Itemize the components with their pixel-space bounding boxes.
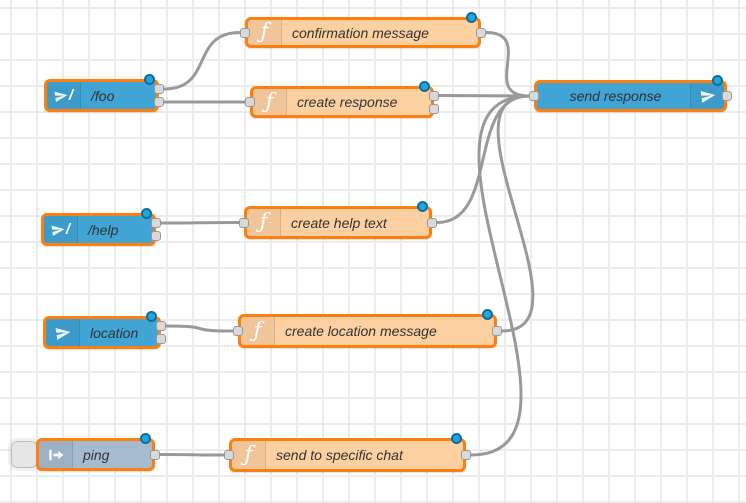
output-port-1[interactable] xyxy=(427,217,437,228)
changed-indicator xyxy=(146,311,157,322)
function-icon: ƒ xyxy=(232,441,266,469)
changed-indicator xyxy=(451,433,462,444)
changed-indicator xyxy=(712,75,723,86)
function-f-glyph: ƒ xyxy=(244,441,253,466)
node-create_location_message[interactable]: ƒ create location message xyxy=(233,309,502,348)
inject-button[interactable] xyxy=(11,441,38,468)
input-port[interactable] xyxy=(233,326,243,336)
input-port[interactable] xyxy=(245,97,255,107)
wire-confirmation-to-send_response[interactable] xyxy=(484,31,531,98)
node-send_to_chat[interactable]: ƒ send to specific chat xyxy=(224,433,471,472)
slash-glyph: / xyxy=(65,221,71,238)
telegram-command-icon: / xyxy=(44,216,78,243)
function-icon: ƒ xyxy=(241,317,275,345)
function-f-glyph: ƒ xyxy=(265,88,274,113)
node-location[interactable]: location xyxy=(43,311,166,349)
wire-send_to_chat-to-send_response[interactable] xyxy=(469,94,531,457)
telegram-icon xyxy=(690,83,724,109)
node-label: /foo xyxy=(91,87,115,104)
input-port[interactable] xyxy=(239,217,249,228)
changed-indicator xyxy=(419,81,430,92)
node-foo[interactable]: / /foo xyxy=(44,74,164,112)
node-label: create location message xyxy=(285,323,437,339)
node-help[interactable]: / /help xyxy=(41,208,161,246)
inject-icon xyxy=(39,441,73,468)
output-port-1[interactable] xyxy=(150,449,160,460)
output-port-2[interactable] xyxy=(156,334,166,344)
node-label: ping xyxy=(83,446,110,463)
node-label: create help text xyxy=(291,214,387,231)
function-icon: ƒ xyxy=(248,20,282,45)
telegram-command-icon: / xyxy=(47,82,81,109)
wire-create_location_message-to-send_response[interactable] xyxy=(496,94,535,333)
output-port-1[interactable] xyxy=(156,321,166,331)
node-send_response[interactable]: send response xyxy=(529,75,732,112)
output-port-1[interactable] xyxy=(461,450,471,460)
node-label: confirmation message xyxy=(292,24,429,41)
node-label: /help xyxy=(88,221,119,238)
output-port-1[interactable] xyxy=(429,90,439,101)
output-port-2[interactable] xyxy=(151,231,161,241)
changed-indicator xyxy=(466,12,477,23)
node-label: send response xyxy=(569,88,662,104)
changed-indicator xyxy=(141,208,152,219)
function-icon: ƒ xyxy=(253,89,287,115)
output-port-2[interactable] xyxy=(429,103,439,114)
wire-ping-to-send_to_chat[interactable] xyxy=(158,453,226,457)
output-port-1[interactable] xyxy=(492,326,502,336)
slash-glyph: / xyxy=(68,87,74,104)
output-port-1[interactable] xyxy=(722,91,732,101)
output-port-1[interactable] xyxy=(151,218,161,228)
function-f-glyph: ƒ xyxy=(260,19,269,43)
output-port-2[interactable] xyxy=(154,97,164,107)
input-port[interactable] xyxy=(240,27,250,38)
node-create_response[interactable]: ƒ create response xyxy=(245,81,439,118)
function-icon: ƒ xyxy=(247,209,281,236)
output-port-1[interactable] xyxy=(476,27,486,38)
function-f-glyph: ƒ xyxy=(259,209,268,233)
function-f-glyph: ƒ xyxy=(253,317,262,342)
node-label: create response xyxy=(297,94,398,110)
changed-indicator xyxy=(482,309,493,320)
input-port[interactable] xyxy=(224,450,234,460)
node-ping[interactable]: ping xyxy=(36,433,160,471)
telegram-icon xyxy=(46,319,80,346)
wire-location-to-create_location_message[interactable] xyxy=(164,324,235,333)
node-create_help_text[interactable]: ƒ create help text xyxy=(239,201,437,239)
node-label: send to specific chat xyxy=(276,447,403,463)
wire-help-to-create_help_text[interactable] xyxy=(159,221,241,225)
changed-indicator xyxy=(144,74,155,85)
output-port-1[interactable] xyxy=(154,84,164,94)
changed-indicator xyxy=(140,433,151,444)
wire-foo-to-confirmation[interactable] xyxy=(162,31,242,91)
node-confirmation[interactable]: ƒ confirmation message xyxy=(240,12,486,48)
node-label: location xyxy=(90,324,139,341)
changed-indicator xyxy=(417,201,428,212)
input-port[interactable] xyxy=(529,91,539,101)
